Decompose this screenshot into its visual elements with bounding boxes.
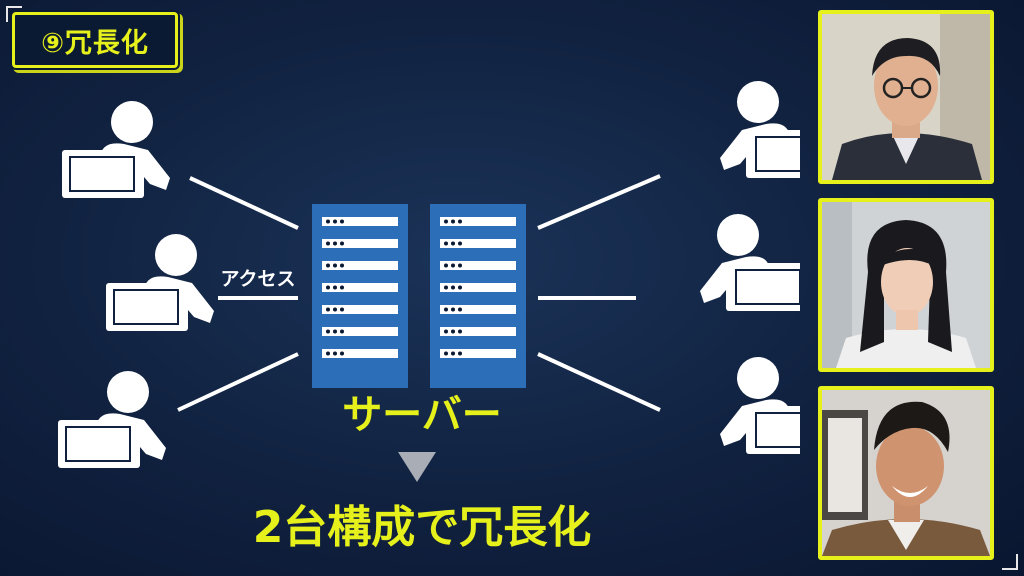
speaker-panel-1 (818, 10, 994, 184)
line-right-top (537, 174, 661, 230)
frame-corner-bottom-right (1002, 554, 1018, 570)
down-triangle-icon (398, 452, 436, 482)
woman-long-hair-image (822, 202, 990, 368)
user-right-top-icon (719, 80, 800, 179)
connection-lines-right (537, 174, 661, 412)
line-left-bottom (177, 352, 299, 412)
speaker-panel-3 (818, 386, 994, 560)
user-left-bottom-icon (57, 370, 167, 469)
connection-lines-left (177, 176, 299, 412)
speaker-panel-2 (818, 198, 994, 372)
server-label: サーバー (342, 392, 502, 438)
man-smiling-image (822, 390, 990, 556)
server-rack-2-icon (430, 204, 526, 388)
result-label: 2台構成で冗長化 (253, 502, 592, 553)
user-right-bottom-icon (719, 356, 800, 455)
topic-badge: ⑨冗長化 (12, 12, 178, 68)
topic-badge-text: ⑨冗長化 (41, 27, 149, 59)
user-right-middle-icon (699, 213, 800, 312)
user-left-middle-icon (105, 233, 215, 332)
redundancy-diagram: アクセス サーバー 2台構成で冗長化 (57, 80, 800, 553)
man-with-glasses-image (822, 14, 990, 180)
line-right-bottom (537, 352, 661, 412)
user-left-top-icon (61, 100, 171, 199)
line-left-top (189, 176, 299, 230)
frame-corner-top-left (6, 6, 22, 22)
access-label: アクセス (220, 268, 295, 290)
server-rack-1-icon (312, 204, 408, 388)
